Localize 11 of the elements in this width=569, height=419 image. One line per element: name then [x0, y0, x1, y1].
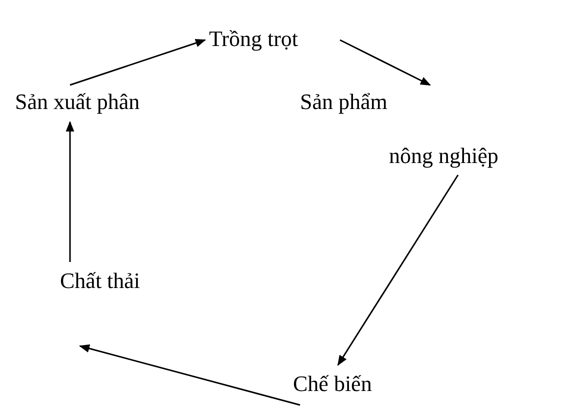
node-label: Trồng trọt — [209, 26, 298, 52]
arrow — [78, 344, 300, 406]
arrow — [66, 120, 74, 262]
node-label: Chất thải — [60, 268, 140, 294]
arrow — [337, 174, 459, 366]
node-label: Chế biến — [293, 371, 372, 397]
node-label: Sản xuất phân — [15, 89, 140, 115]
node-label: Sản phẩm — [300, 89, 388, 115]
arrow — [70, 39, 206, 86]
arrow — [340, 39, 431, 86]
node-label: nông nghiệp — [389, 143, 498, 169]
